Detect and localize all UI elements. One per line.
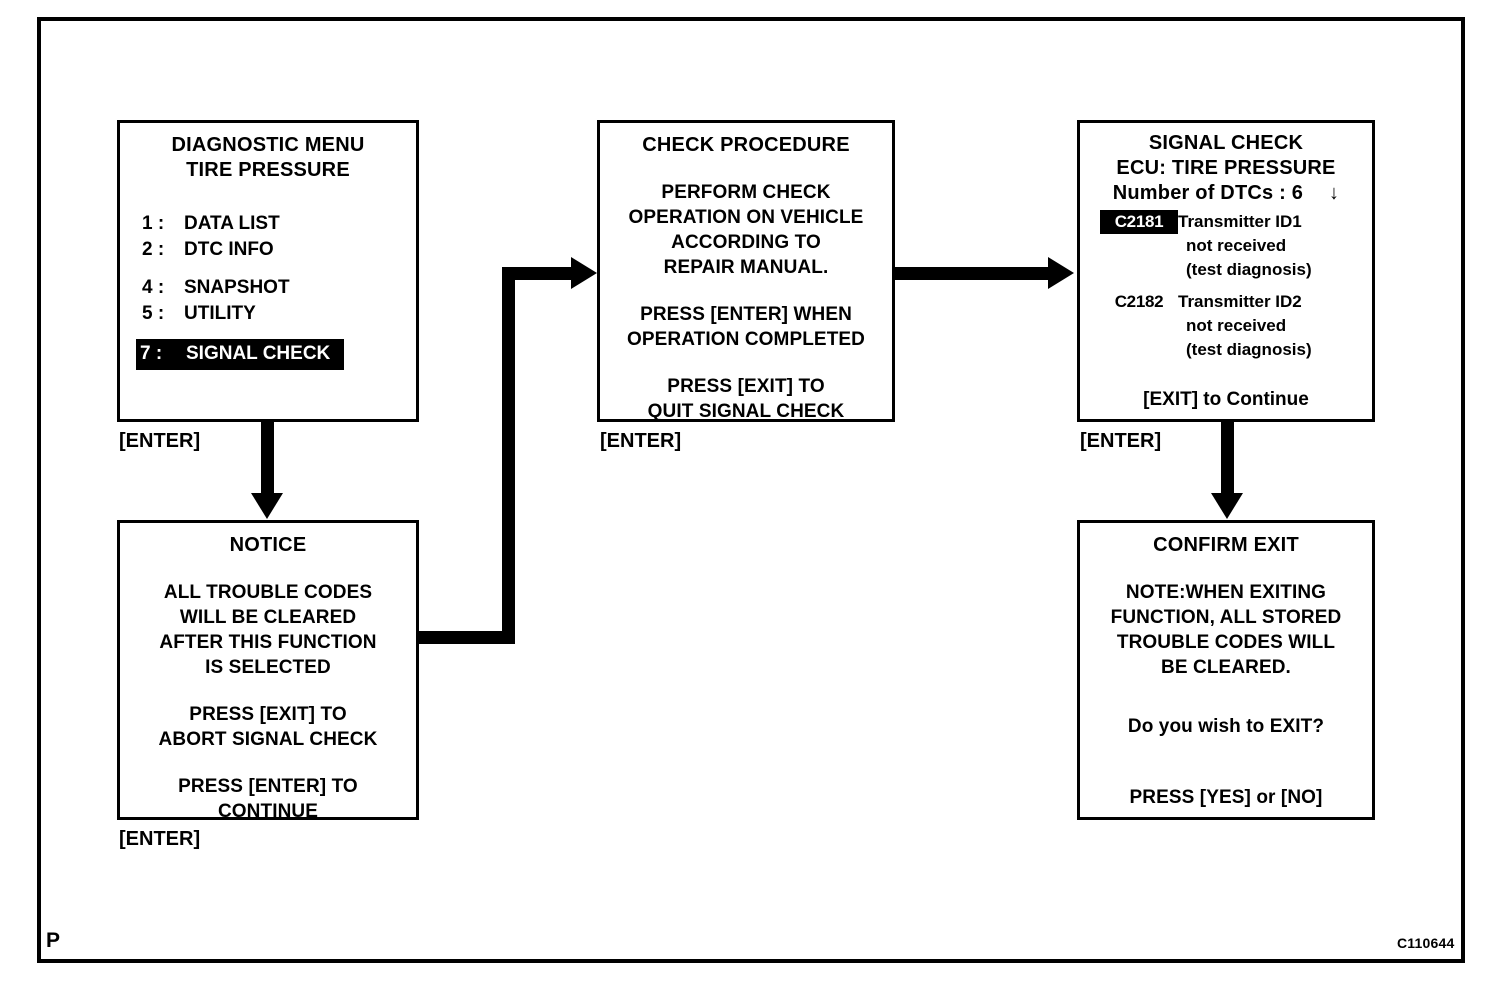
- check-procedure-enter-label: [ENTER]: [600, 430, 682, 452]
- signal-check-title: SIGNAL CHECK: [1148, 132, 1304, 154]
- screen-signal-check: SIGNAL CHECK ECU: TIRE PRESSURE Number o…: [1077, 120, 1375, 422]
- arrowhead-signal-to-confirm: [1211, 493, 1243, 519]
- menu-item-signal-check-number: 7 :: [140, 343, 163, 364]
- notice-line-3: AFTER THIS FUNCTION: [159, 632, 377, 653]
- figure-id-label: C110644: [1397, 935, 1455, 951]
- check-procedure-line-2: OPERATION ON VEHICLE: [628, 207, 864, 228]
- check-procedure-exit-line-2: QUIT SIGNAL CHECK: [647, 401, 845, 422]
- menu-item-snapshot-label: SNAPSHOT: [184, 277, 290, 298]
- menu-item-data-list-label: DATA LIST: [184, 213, 280, 234]
- check-procedure-line-4: REPAIR MANUAL.: [663, 257, 829, 278]
- signal-check-dtc-count-text: Number of DTCs : 6: [1112, 182, 1304, 204]
- confirm-exit-prompt[interactable]: PRESS [YES] or [NO]: [1129, 787, 1323, 808]
- diagnostic-menu-title-line2: TIRE PRESSURE: [186, 159, 350, 181]
- connector-notice-to-check-top: [502, 267, 574, 280]
- menu-item-utility[interactable]: 5 : UTILITY: [142, 301, 416, 327]
- screen-confirm-exit: CONFIRM EXIT NOTE:WHEN EXITING FUNCTION,…: [1077, 520, 1375, 820]
- check-procedure-title: CHECK PROCEDURE: [642, 134, 850, 156]
- arrowhead-check-to-signal: [1048, 257, 1074, 289]
- confirm-exit-question: Do you wish to EXIT?: [1127, 716, 1325, 737]
- check-procedure-enter-line-1: PRESS [ENTER] WHEN: [640, 304, 852, 325]
- notice-line-1: ALL TROUBLE CODES: [163, 582, 373, 603]
- notice-line-4: IS SELECTED: [205, 657, 331, 678]
- menu-item-dtc-info[interactable]: 2 : DTC INFO: [142, 237, 416, 263]
- signal-check-footer: [EXIT] to Continue: [1143, 389, 1309, 410]
- dtc-row-c2182[interactable]: C2182 Transmitter ID2: [1100, 290, 1372, 314]
- signal-check-dtc-count: Number of DTCs : 6 ↓: [1080, 181, 1372, 206]
- check-procedure-line-3: ACCORDING TO: [671, 232, 821, 253]
- connector-signal-to-confirm: [1221, 422, 1234, 494]
- menu-item-signal-check-label: SIGNAL CHECK: [186, 343, 331, 364]
- signal-check-ecu-line: ECU: TIRE PRESSURE: [1116, 157, 1336, 179]
- check-procedure-exit-line-1: PRESS [EXIT] TO: [667, 376, 825, 397]
- menu-item-data-list-number: 1 :: [142, 213, 165, 234]
- notice-abort-line-2: ABORT SIGNAL CHECK: [158, 729, 378, 750]
- dtc-desc-c2182-line3: (test diagnosis): [1186, 340, 1312, 359]
- arrowhead-notice-to-check: [571, 257, 597, 289]
- page-mark: P: [46, 929, 61, 952]
- dtc-desc-c2181-line2: not received: [1186, 236, 1287, 255]
- connector-check-to-signal: [895, 267, 1050, 280]
- diagnostic-menu-title-line1: DIAGNOSTIC MENU: [171, 134, 365, 156]
- confirm-exit-note-line-3: TROUBLE CODES WILL: [1116, 632, 1336, 653]
- dtc-desc-c2182: Transmitter ID2: [1178, 292, 1302, 311]
- arrowhead-menu-to-notice: [251, 493, 283, 519]
- notice-continue-line-2: CONTINUE: [217, 801, 319, 822]
- menu-item-utility-number: 5 :: [142, 303, 165, 324]
- diagnostic-menu-enter-label: [ENTER]: [119, 430, 201, 452]
- dtc-desc-c2181: Transmitter ID1: [1178, 212, 1302, 231]
- notice-continue-line-1: PRESS [ENTER] TO: [178, 776, 358, 797]
- check-procedure-line-1: PERFORM CHECK: [661, 182, 831, 203]
- connector-notice-to-check-vertical: [502, 267, 515, 644]
- menu-item-dtc-info-number: 2 :: [142, 239, 165, 260]
- menu-item-signal-check-selected[interactable]: 7 : SIGNAL CHECK: [136, 339, 345, 370]
- figure-border: [37, 17, 1465, 963]
- menu-item-snapshot-number: 4 :: [142, 277, 165, 298]
- notice-title: NOTICE: [229, 534, 307, 556]
- dtc-code-c2182: C2182: [1114, 292, 1164, 311]
- connector-menu-to-notice: [261, 422, 274, 494]
- dtc-desc-c2181-line3: (test diagnosis): [1186, 260, 1312, 279]
- dtc-code-c2181: C2181: [1100, 210, 1178, 234]
- confirm-exit-title: CONFIRM EXIT: [1153, 534, 1299, 556]
- dtc-desc-c2182-line2: not received: [1186, 316, 1287, 335]
- diagnostic-menu-list: 1 : DATA LIST 2 : DTC INFO 4 : SNAPSHOT 5 :…: [120, 189, 416, 370]
- check-procedure-enter-line-2: OPERATION COMPLETED: [627, 329, 865, 350]
- menu-item-utility-label: UTILITY: [184, 303, 256, 324]
- menu-item-snapshot[interactable]: 4 : SNAPSHOT: [142, 275, 416, 301]
- confirm-exit-note-line-2: FUNCTION, ALL STORED: [1110, 607, 1342, 628]
- confirm-exit-note-line-4: BE CLEARED.: [1161, 657, 1291, 678]
- signal-check-enter-label: [ENTER]: [1080, 430, 1162, 452]
- connector-notice-to-check-horizontal: [419, 631, 515, 644]
- screen-notice: NOTICE ALL TROUBLE CODES WILL BE CLEARED…: [117, 520, 419, 822]
- screen-check-procedure: CHECK PROCEDURE PERFORM CHECK OPERATION …: [597, 120, 895, 422]
- notice-abort-line-1: PRESS [EXIT] TO: [189, 704, 347, 725]
- signal-check-dtc-list: C2181 Transmitter ID1 not received (test…: [1080, 210, 1372, 362]
- notice-line-2: WILL BE CLEARED: [179, 607, 357, 628]
- menu-item-dtc-info-label: DTC INFO: [184, 239, 274, 260]
- dtc-row-c2181[interactable]: C2181 Transmitter ID1: [1100, 210, 1372, 234]
- menu-item-data-list[interactable]: 1 : DATA LIST: [142, 211, 416, 237]
- notice-enter-label: [ENTER]: [119, 828, 201, 850]
- confirm-exit-note-line-1: NOTE:WHEN EXITING: [1125, 582, 1327, 603]
- scroll-down-icon[interactable]: ↓: [1329, 182, 1340, 204]
- screen-diagnostic-menu: DIAGNOSTIC MENU TIRE PRESSURE 1 : DATA LI…: [117, 120, 419, 422]
